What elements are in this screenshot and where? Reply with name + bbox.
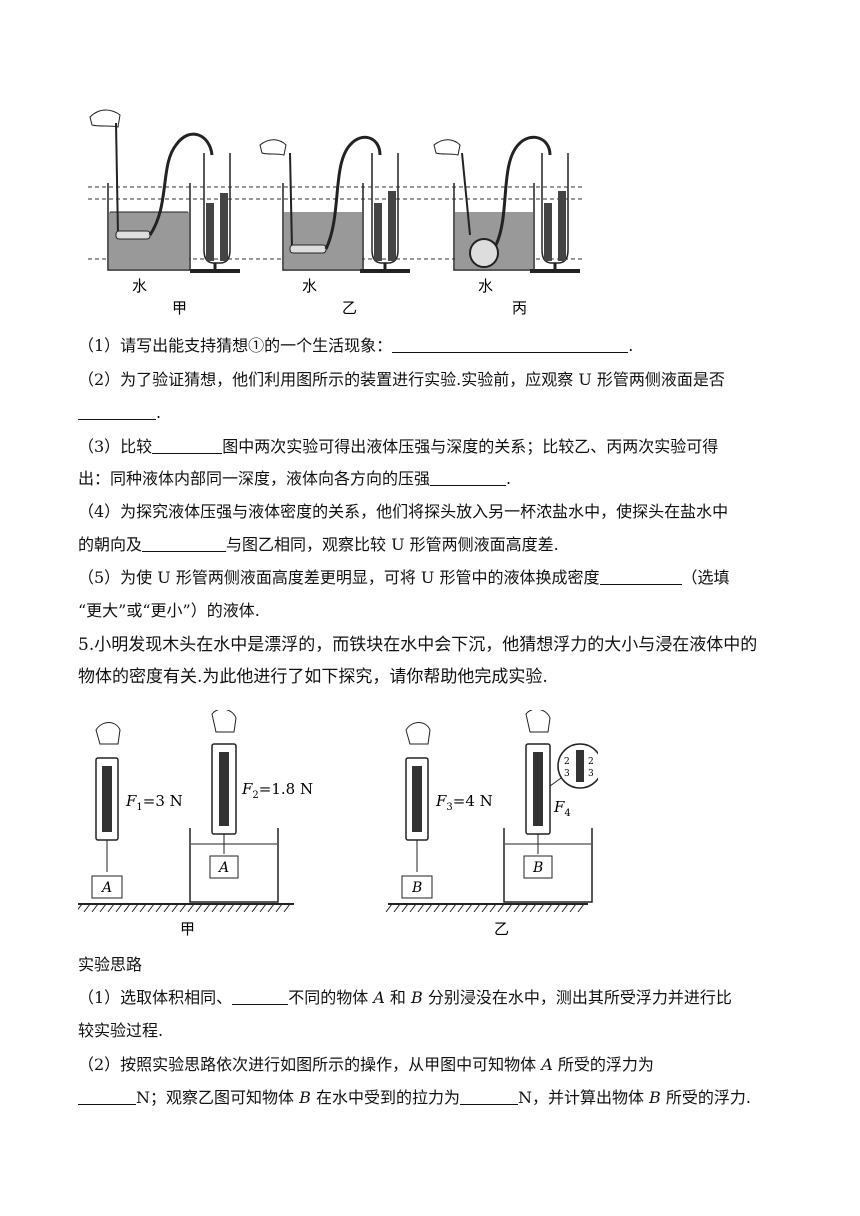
block-b-1: B <box>411 880 422 896</box>
q5-line1: 5.小明发现木头在水中是漂浮的，而铁块在水中会下沉，他猜想浮力的大小与浸在液体中… <box>78 635 758 655</box>
liquid-label-2: 水 <box>302 277 317 295</box>
answer-blank[interactable] <box>78 403 156 420</box>
liquid-label-1: 水 <box>132 277 147 295</box>
answer-blank[interactable] <box>152 437 223 454</box>
answer-blank[interactable] <box>599 568 682 585</box>
panel-jia <box>89 109 240 273</box>
answer-blank[interactable] <box>430 469 507 486</box>
panel-label-yi: 乙 <box>342 299 357 317</box>
q4-part5-line1: （5）为使 U 形管两侧液面高度差更明显，可将 U 形管中的液体换成密度（选填 <box>78 568 730 587</box>
block-b-2: B <box>532 860 543 876</box>
q4-part4-line2: 的朝向及与图乙相同，观察比较 U 形管两侧液面高度差. <box>78 535 559 554</box>
panel-bing <box>433 135 580 273</box>
spring-scale-2 <box>189 710 279 903</box>
zoom-tick-4: 3 <box>588 769 594 779</box>
exp-step1-line2: 较实验过程. <box>78 1021 164 1040</box>
zoom-tick-2: 3 <box>564 769 570 779</box>
q5-line2: 物体的密度有关.为此他进行了如下探究，请你帮助他完成实验. <box>78 667 548 687</box>
spring-scale-4 <box>503 710 598 903</box>
q4-part4-line1: （4）为探究液体压强与液体密度的关系，他们将探头放入另一杯浓盐水中，使探头在盐水… <box>78 502 729 521</box>
f4-label: F4 <box>553 798 571 819</box>
q4-part1: （1）请写出能支持猜想①的一个生活现象：. <box>78 336 634 355</box>
ground-right <box>385 903 588 913</box>
q4-part2-line1: （2）为了验证猜想，他们利用图所示的装置进行实验.实验前，应观察 U 形管两侧液… <box>78 370 725 389</box>
zoom-tick-3: 2 <box>588 757 594 767</box>
panel-label-right: 乙 <box>494 920 509 938</box>
answer-blank[interactable] <box>78 1088 136 1105</box>
q4-part3-line2: 出：同种液体内部同一深度，液体向各方向的压强. <box>78 469 512 488</box>
f1-label: F1=3 N <box>125 792 183 813</box>
block-a-1: A <box>100 880 112 896</box>
exp-heading: 实验思路 <box>78 955 143 974</box>
answer-blank[interactable] <box>142 535 227 552</box>
f2-label: F2=1.8 N <box>241 780 313 801</box>
ground-left <box>78 903 294 913</box>
q4-part2-line2: . <box>78 402 161 424</box>
liquid-label-3: 水 <box>478 277 493 295</box>
panel-label-bing: 丙 <box>512 299 527 317</box>
spring-scale-3 <box>401 722 433 899</box>
f3-label: F3=4 N <box>435 792 493 813</box>
panel-label-jia: 甲 <box>172 299 187 317</box>
exp-step2-line1: （2）按照实验思路依次进行如图所示的操作，从甲图中可知物体 A 所受的浮力为 <box>78 1055 654 1074</box>
answer-blank[interactable] <box>459 1088 518 1105</box>
q4-part3-line1: （3）比较图中两次实验可得出液体压强与深度的关系；比较乙、丙两次实验可得 <box>78 437 719 456</box>
zoom-tick-1: 2 <box>564 757 570 767</box>
panel-yi <box>259 135 410 273</box>
figure-liquid-pressure: 水 甲 水 乙 水 丙 <box>88 109 585 317</box>
answer-blank[interactable] <box>232 988 289 1005</box>
exp-step1-line1: （1）选取体积相同、不同的物体 A 和 B 分别浸没在水中，测出其所受浮力并进行… <box>78 988 732 1007</box>
block-a-2: A <box>217 860 229 876</box>
figure-buoyancy: F1=3 N F2=1.8 N F3=4 N F4 2 3 2 3 A A B … <box>78 710 598 938</box>
spring-scale-1 <box>91 722 123 899</box>
q4-part5-line2: “更大”或“更小”）的液体. <box>78 601 260 620</box>
answer-blank[interactable] <box>392 336 629 353</box>
panel-label-left: 甲 <box>180 920 195 938</box>
